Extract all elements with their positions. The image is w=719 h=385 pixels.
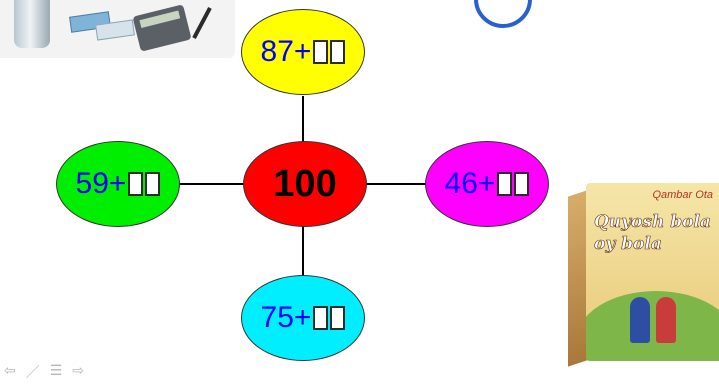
book-title-line: Quyosh bola bbox=[594, 212, 712, 233]
pen-icon[interactable]: ／ bbox=[25, 364, 40, 380]
problem-expression: 87+ bbox=[260, 35, 312, 68]
answer-box-ones[interactable] bbox=[330, 40, 346, 64]
girl-illustration bbox=[656, 297, 676, 343]
answer-box-tens[interactable] bbox=[313, 306, 329, 330]
answer-box-tens[interactable] bbox=[128, 172, 144, 196]
answer-box-ones[interactable] bbox=[145, 172, 161, 196]
answer-box-tens[interactable] bbox=[497, 172, 513, 196]
book-cover-picture: Qambar Ota Quyosh bola oy bola bbox=[558, 183, 719, 373]
center-oval: 100 bbox=[243, 141, 367, 227]
right-arrow-icon[interactable]: ⇨ bbox=[72, 362, 85, 378]
connector-left bbox=[177, 183, 247, 185]
book-front: Qambar Ota Quyosh bola oy bola bbox=[586, 183, 719, 361]
problem-right: 46+ bbox=[425, 141, 549, 227]
stationery-picture bbox=[0, 0, 235, 58]
left-arrow-icon[interactable]: ⇦ bbox=[4, 362, 16, 378]
calculator-icon bbox=[132, 4, 192, 52]
hill-illustration bbox=[586, 291, 719, 361]
slide-navigation: ⇦ ／ ☰ ⇨ bbox=[4, 362, 84, 382]
problem-top: 87+ bbox=[241, 9, 365, 95]
problem-expression: 75+ bbox=[260, 301, 312, 334]
connector-bottom bbox=[302, 225, 304, 297]
boy-illustration bbox=[630, 297, 650, 343]
answer-box-ones[interactable] bbox=[330, 306, 346, 330]
problem-expression: 59+ bbox=[75, 167, 127, 200]
problem-bottom: 75+ bbox=[241, 275, 365, 361]
book-title: Quyosh bola oy bola bbox=[594, 211, 712, 255]
pen-icon bbox=[192, 7, 212, 39]
blue-arc-decoration bbox=[474, 0, 532, 28]
pencil-cup-icon bbox=[14, 0, 50, 48]
connector-top bbox=[302, 96, 304, 164]
problem-expression: 46+ bbox=[444, 167, 496, 200]
menu-icon[interactable]: ☰ bbox=[49, 362, 63, 378]
problem-left: 59+ bbox=[56, 141, 180, 227]
book-title-line: oy bola bbox=[594, 234, 662, 255]
book-author: Qambar Ota bbox=[652, 189, 713, 201]
center-value: 100 bbox=[273, 162, 337, 205]
connector-right bbox=[364, 183, 426, 185]
answer-box-tens[interactable] bbox=[313, 40, 329, 64]
answer-box-ones[interactable] bbox=[514, 172, 530, 196]
